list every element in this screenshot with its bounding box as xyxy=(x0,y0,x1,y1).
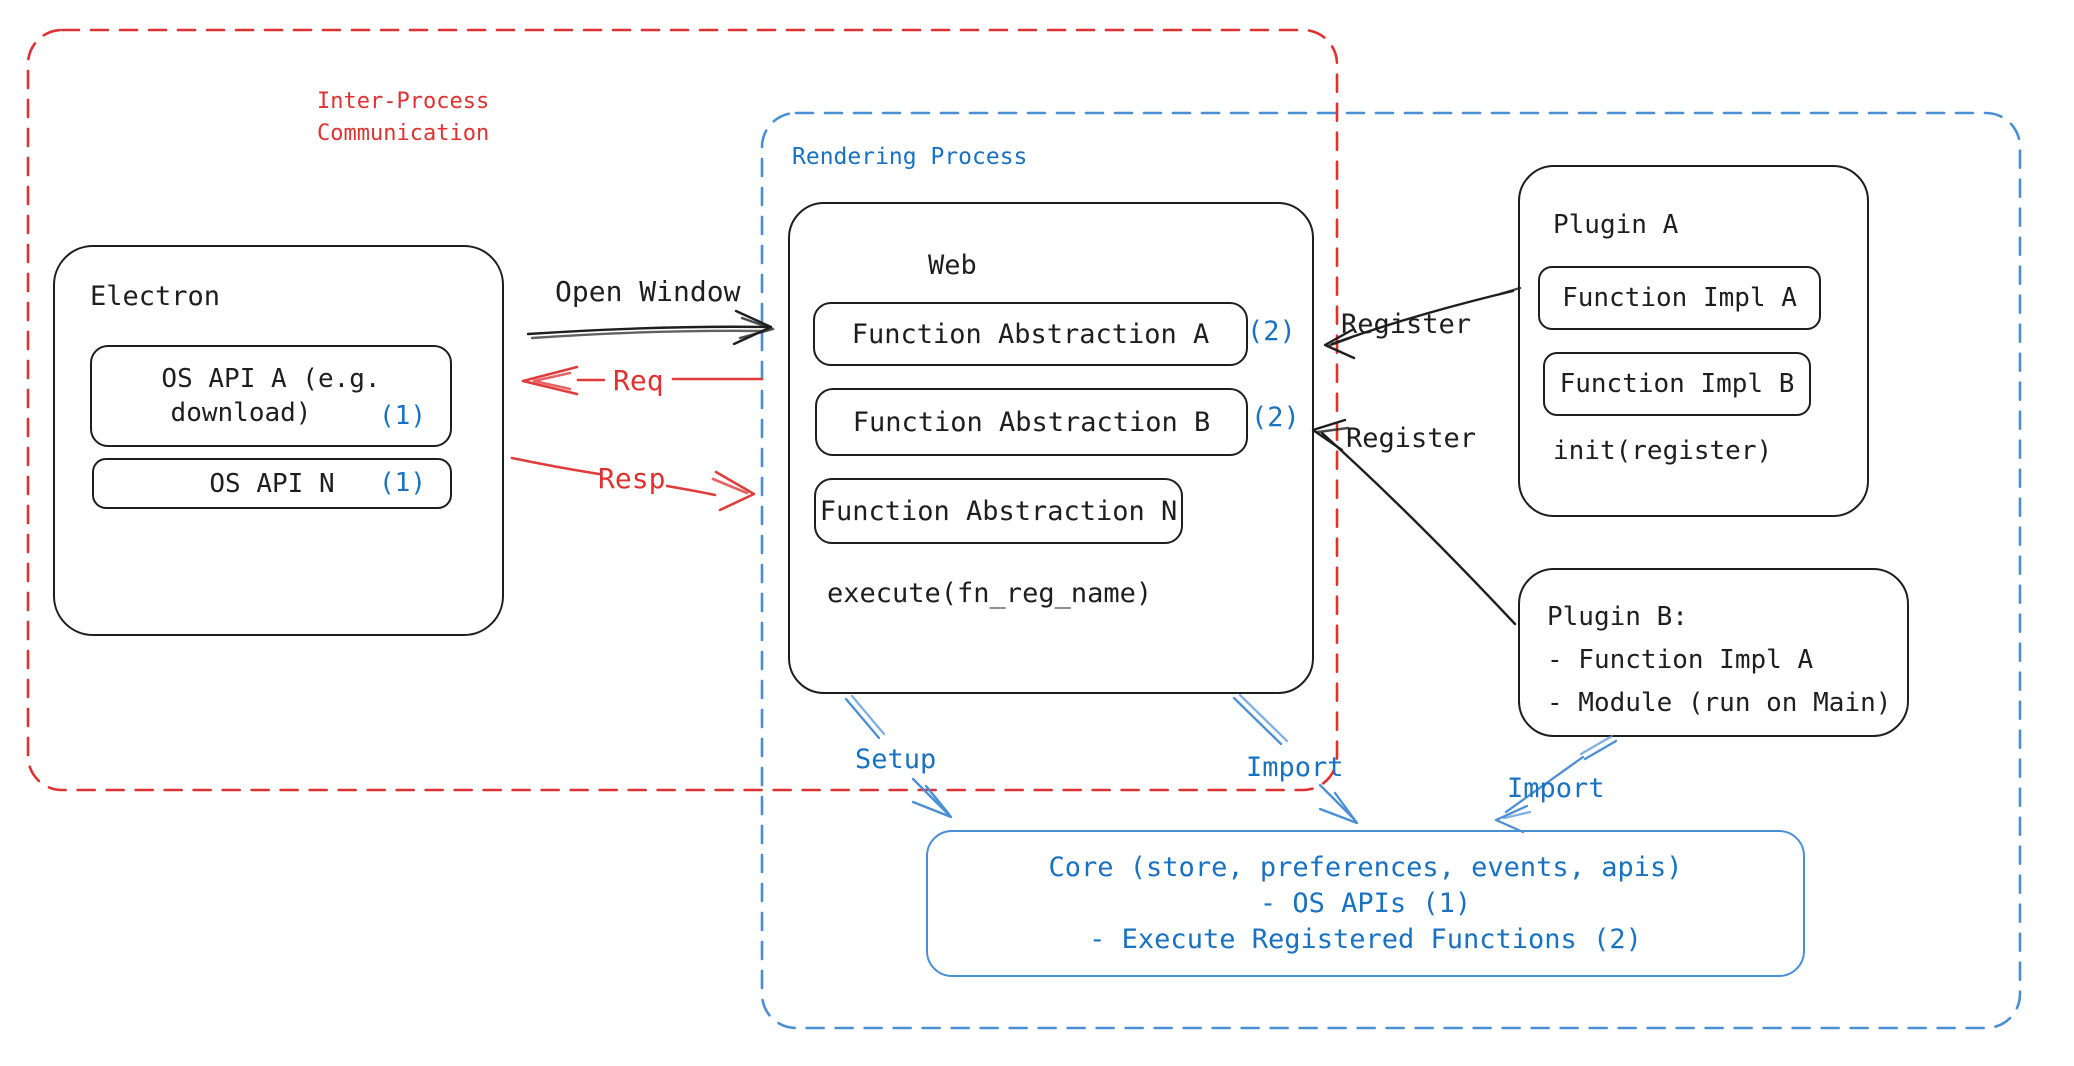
os-api-n-label: OS API N xyxy=(209,468,335,499)
fn-b-badge: (2) xyxy=(1251,402,1300,433)
req-label: Req xyxy=(613,364,664,397)
plugin-a-title: Plugin A xyxy=(1553,210,1679,240)
rendering-region-title: Rendering Process xyxy=(792,144,1028,170)
os-api-a-box: OS API A (e.g. download) (1) xyxy=(90,345,452,447)
import-web-label: Import xyxy=(1246,752,1344,783)
function-abstraction-n-box: Function Abstraction N xyxy=(814,478,1183,544)
electron-title: Electron xyxy=(90,281,221,312)
os-api-n-badge: (1) xyxy=(379,468,426,498)
function-impl-b-box: Function Impl B xyxy=(1543,352,1811,416)
os-api-a-label-line2: download) xyxy=(170,398,312,428)
import-plugin-label: Import xyxy=(1507,773,1605,804)
os-api-n-box: OS API N (1) xyxy=(92,458,452,509)
register-b-label: Register xyxy=(1346,423,1477,454)
open-window-label: Open Window xyxy=(555,275,741,308)
os-api-a-badge: (1) xyxy=(379,401,426,431)
electron-box: Electron OS API A (e.g. download) (1) OS… xyxy=(53,245,504,636)
web-title: Web xyxy=(928,250,977,281)
plugin-b-title: Plugin B: xyxy=(1547,602,1688,632)
setup-label: Setup xyxy=(855,744,937,775)
plugin-a-init-label: init(register) xyxy=(1553,436,1773,466)
os-api-a-label-line1: OS API A (e.g. xyxy=(161,364,381,394)
core-box: Core (store, preferences, events, apis) … xyxy=(926,830,1805,977)
plugin-b-content: Plugin B: - Function Impl A - Module (run … xyxy=(1547,596,1891,725)
fn-a-badge: (2) xyxy=(1247,316,1296,347)
open-window-arrow xyxy=(526,309,775,346)
plugin-b-item-1: - Function Impl A xyxy=(1547,645,1814,675)
plugin-b-box: Plugin B: - Function Impl A - Module (run … xyxy=(1518,568,1909,737)
function-abstraction-b-box: Function Abstraction B xyxy=(815,388,1248,456)
core-line-1: Core (store, preferences, events, apis) xyxy=(1048,851,1683,883)
core-line-2: - OS APIs (1) xyxy=(1259,887,1472,919)
plugin-b-item-2: - Module (run on Main) xyxy=(1547,688,1892,718)
function-impl-a-box: Function Impl A xyxy=(1538,266,1821,330)
register-a-label: Register xyxy=(1341,309,1472,340)
plugin-a-box: Plugin A Function Impl A Function Impl B… xyxy=(1518,165,1869,517)
resp-label: Resp xyxy=(598,462,666,495)
function-abstraction-a-box: Function Abstraction A xyxy=(813,302,1248,366)
execute-label: execute(fn_reg_name) xyxy=(827,578,1153,609)
web-box: Web Function Abstraction A Function Abst… xyxy=(788,202,1314,694)
core-line-3: - Execute Registered Functions (2) xyxy=(1089,923,1642,955)
